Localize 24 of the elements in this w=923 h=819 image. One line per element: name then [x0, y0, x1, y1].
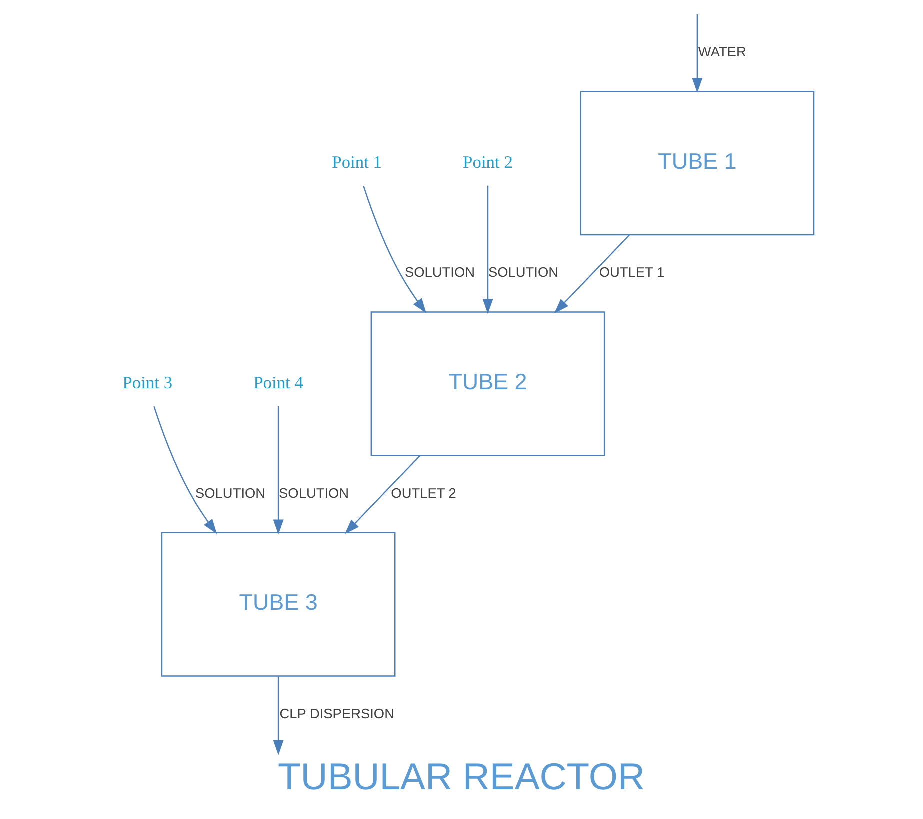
node-text: Point 3: [122, 372, 173, 393]
node-text: Point 1: [332, 152, 382, 172]
edge-label: OUTLET 1: [599, 265, 665, 280]
edge-label: CLP DISPERSION: [280, 706, 395, 722]
arrow: [273, 676, 284, 756]
node-text: Point 4: [254, 372, 304, 393]
caption: TUBULAR REACTOR: [278, 755, 646, 798]
node-box: TUBE 2: [370, 312, 606, 456]
edge-label: SOLUTION: [196, 486, 266, 501]
edge-label: SOLUTION: [279, 486, 350, 501]
arrow: [273, 406, 284, 535]
node-text: Point 2: [463, 152, 513, 172]
arrow: [554, 234, 630, 314]
arrow: [363, 186, 427, 314]
edge-label: OUTLET 2: [391, 486, 456, 501]
arrow: [692, 14, 703, 94]
node-box: TUBE 3: [161, 532, 396, 677]
arrow: [482, 186, 494, 314]
arrow: [344, 456, 420, 534]
edge-label: WATER: [698, 44, 746, 60]
edge-label: SOLUTION: [404, 265, 476, 280]
node-box: TUBE 1: [580, 90, 815, 236]
arrow: [154, 406, 218, 534]
edge-label: SOLUTION: [488, 265, 559, 280]
